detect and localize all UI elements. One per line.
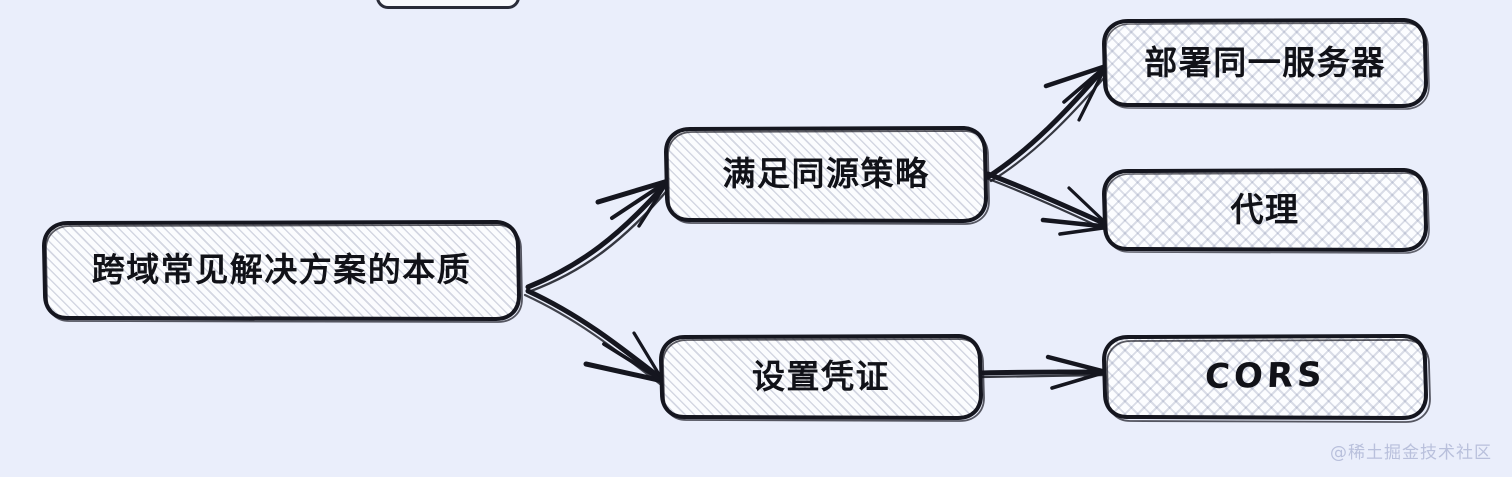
node-cors-label: CORS xyxy=(1203,355,1327,398)
edge-credentials-to-cors xyxy=(979,354,1109,390)
node-credentials-label: 设置凭证 xyxy=(752,356,890,396)
node-same-origin-border xyxy=(663,125,990,225)
watermark: @稀土掘金技术社区 xyxy=(1330,443,1492,463)
edge-root-to-credentials xyxy=(523,288,666,386)
clipped-offscreen-node xyxy=(376,0,520,9)
node-same-server[interactable]: 部署同一服务器 xyxy=(1101,17,1430,110)
node-same-origin-fill xyxy=(667,128,985,221)
node-same-server-border xyxy=(1101,17,1430,110)
edge-same-origin-to-same-server xyxy=(985,63,1112,183)
node-cors-border xyxy=(1101,333,1431,423)
node-cors-fill xyxy=(1105,336,1425,418)
node-proxy-fill xyxy=(1105,170,1425,250)
node-same-origin-label: 满足同源策略 xyxy=(722,154,930,194)
node-credentials-fill xyxy=(662,336,980,418)
node-proxy[interactable]: 代理 xyxy=(1101,167,1430,254)
node-root-border xyxy=(41,219,523,323)
node-cors[interactable]: CORS xyxy=(1101,333,1431,423)
node-same-origin[interactable]: 满足同源策略 xyxy=(663,125,990,225)
node-proxy-label: 代理 xyxy=(1230,189,1300,229)
node-root-label: 跨域常见解决方案的本质 xyxy=(91,250,472,290)
node-root-fill xyxy=(45,222,518,319)
edge-root-to-same-origin xyxy=(525,178,673,293)
node-root[interactable]: 跨域常见解决方案的本质 xyxy=(41,219,523,323)
node-same-server-fill xyxy=(1105,20,1425,106)
node-same-server-label: 部署同一服务器 xyxy=(1144,42,1386,82)
edge-same-origin-to-proxy xyxy=(984,171,1113,236)
node-credentials[interactable]: 设置凭证 xyxy=(658,333,985,422)
